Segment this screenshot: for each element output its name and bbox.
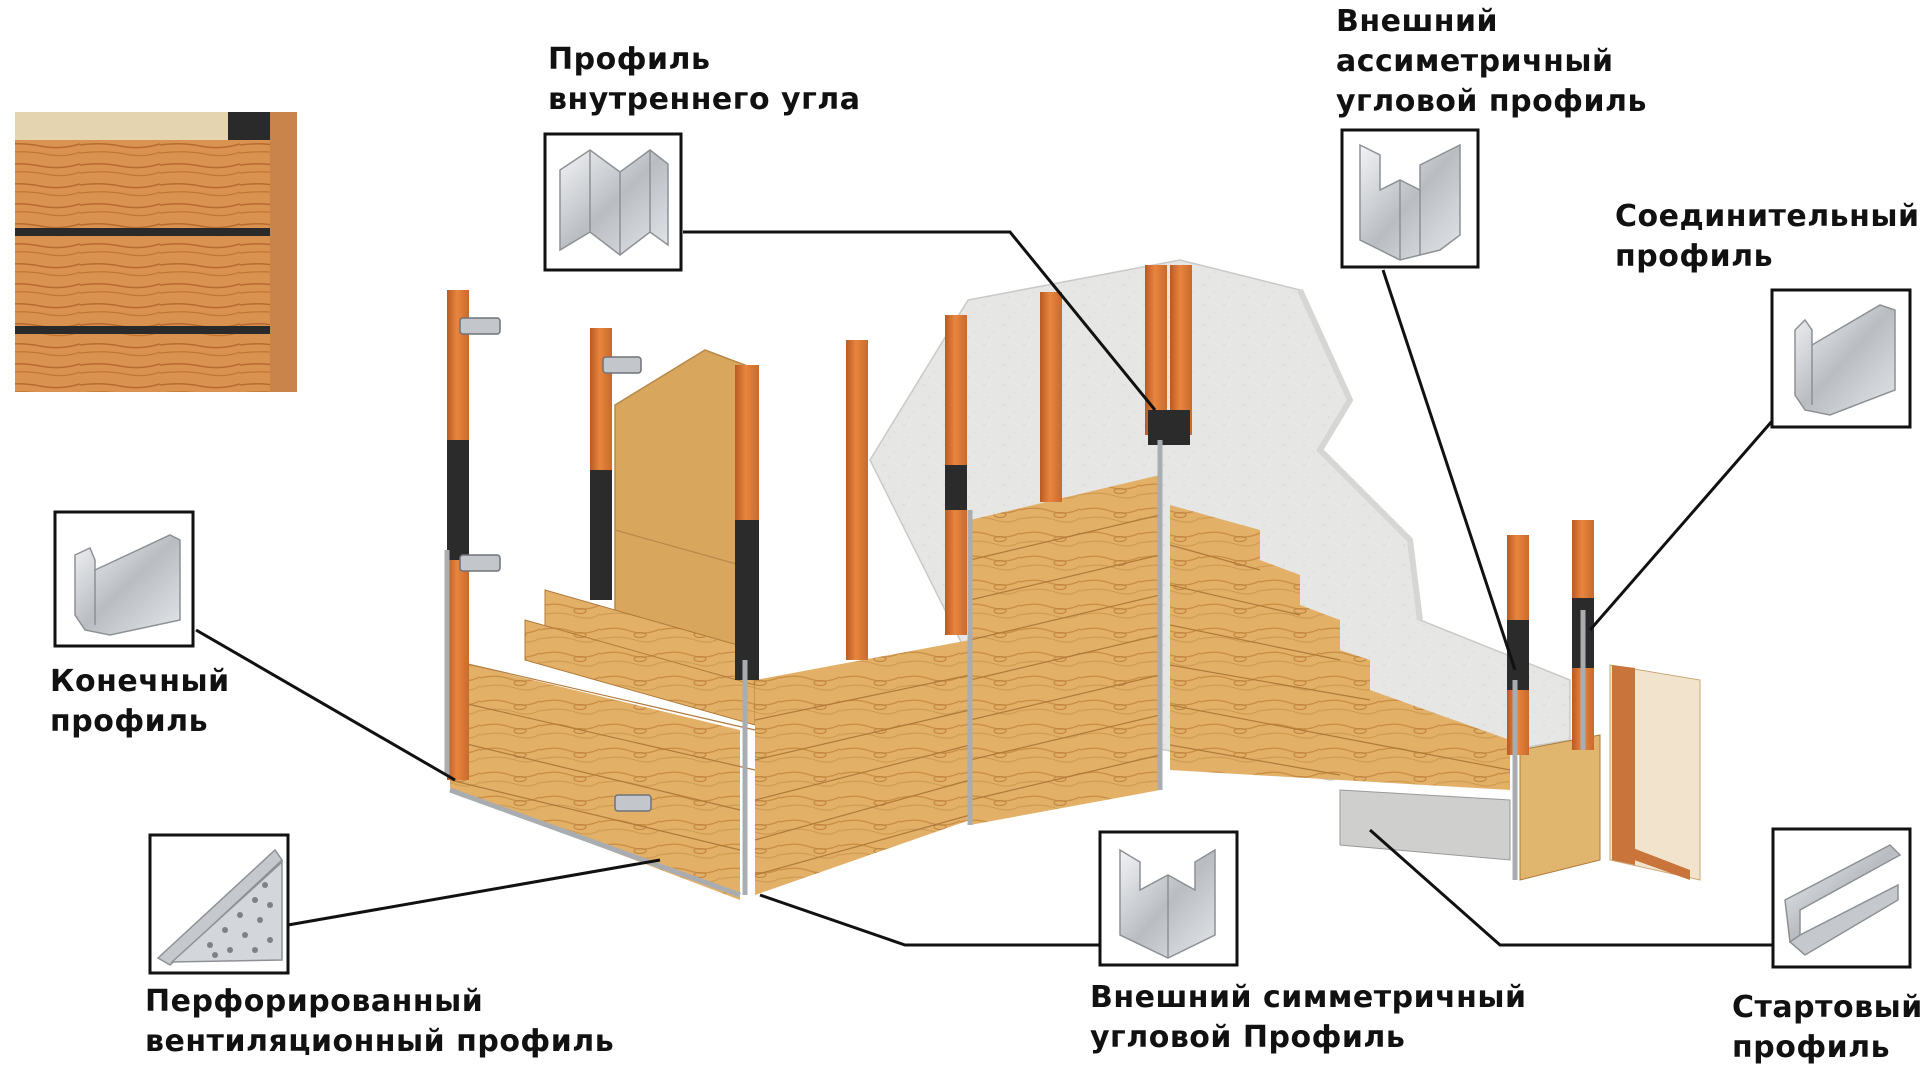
connecting-profile-icon — [1770, 288, 1912, 429]
label-inner-corner-profile: Профиль внутреннего угла — [548, 42, 861, 117]
wooden-posts — [447, 265, 1594, 780]
label-end-profile: Конечный профиль — [50, 664, 230, 739]
label-connecting-profile: Соединительный профиль — [1615, 199, 1920, 274]
end-profile-icon — [53, 510, 195, 648]
metal-trims — [444, 440, 1586, 898]
label-asymmetric-outer-corner-profile: Внешний ассиметричный угловой профиль — [1336, 4, 1647, 119]
inner-corner-profile-icon — [543, 132, 683, 272]
symmetric-outer-corner-profile-icon — [1098, 830, 1239, 967]
label-starter-profile: Стартовый профиль — [1732, 990, 1920, 1065]
wood-siding-sample-photo — [15, 112, 297, 392]
perforated-ventilation-profile-icon — [148, 833, 290, 975]
left-siding-wall — [449, 475, 1701, 900]
mounting-brackets — [459, 317, 652, 812]
label-perforated-ventilation-profile: Перфорированный вентиляционный профиль — [145, 984, 615, 1059]
starter-profile-icon — [1771, 827, 1912, 969]
callout-lines — [195, 230, 1775, 947]
label-symmetric-outer-corner-profile: Внешний симметричный угловой Профиль — [1090, 980, 1527, 1055]
asymmetric-outer-corner-profile-icon — [1340, 128, 1480, 269]
